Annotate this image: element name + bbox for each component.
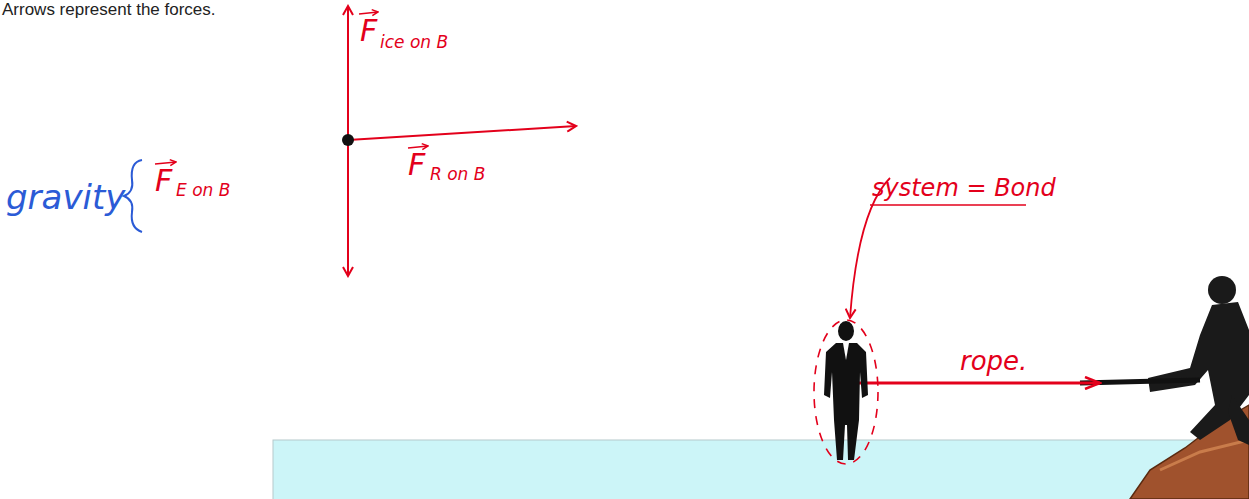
gravity-brace: [124, 160, 142, 232]
puller-silhouette: [1148, 276, 1249, 445]
rope: [852, 382, 1100, 385]
note-text: Arrows represent the forces.: [2, 1, 216, 18]
gravity-label: gravity: [6, 180, 125, 214]
rope-label: rope.: [960, 348, 1027, 374]
system-boundary: [814, 320, 878, 464]
bond-silhouette: [824, 321, 868, 460]
system-label: system = Bond: [872, 176, 1056, 200]
force-symbol: F: [155, 166, 172, 196]
force-subscript: R on B: [430, 166, 485, 183]
force-subscript: E on B: [176, 182, 230, 199]
ice-surface: [273, 440, 1249, 499]
force-subscript: ice on B: [380, 34, 448, 51]
underline: [870, 204, 1026, 206]
point-particle: [342, 134, 354, 146]
force-arrows: [348, 6, 576, 276]
shirt: [843, 343, 849, 360]
force-symbol: F: [360, 16, 377, 46]
force-symbol: F: [408, 150, 425, 180]
rock-highlight: [1160, 440, 1249, 470]
